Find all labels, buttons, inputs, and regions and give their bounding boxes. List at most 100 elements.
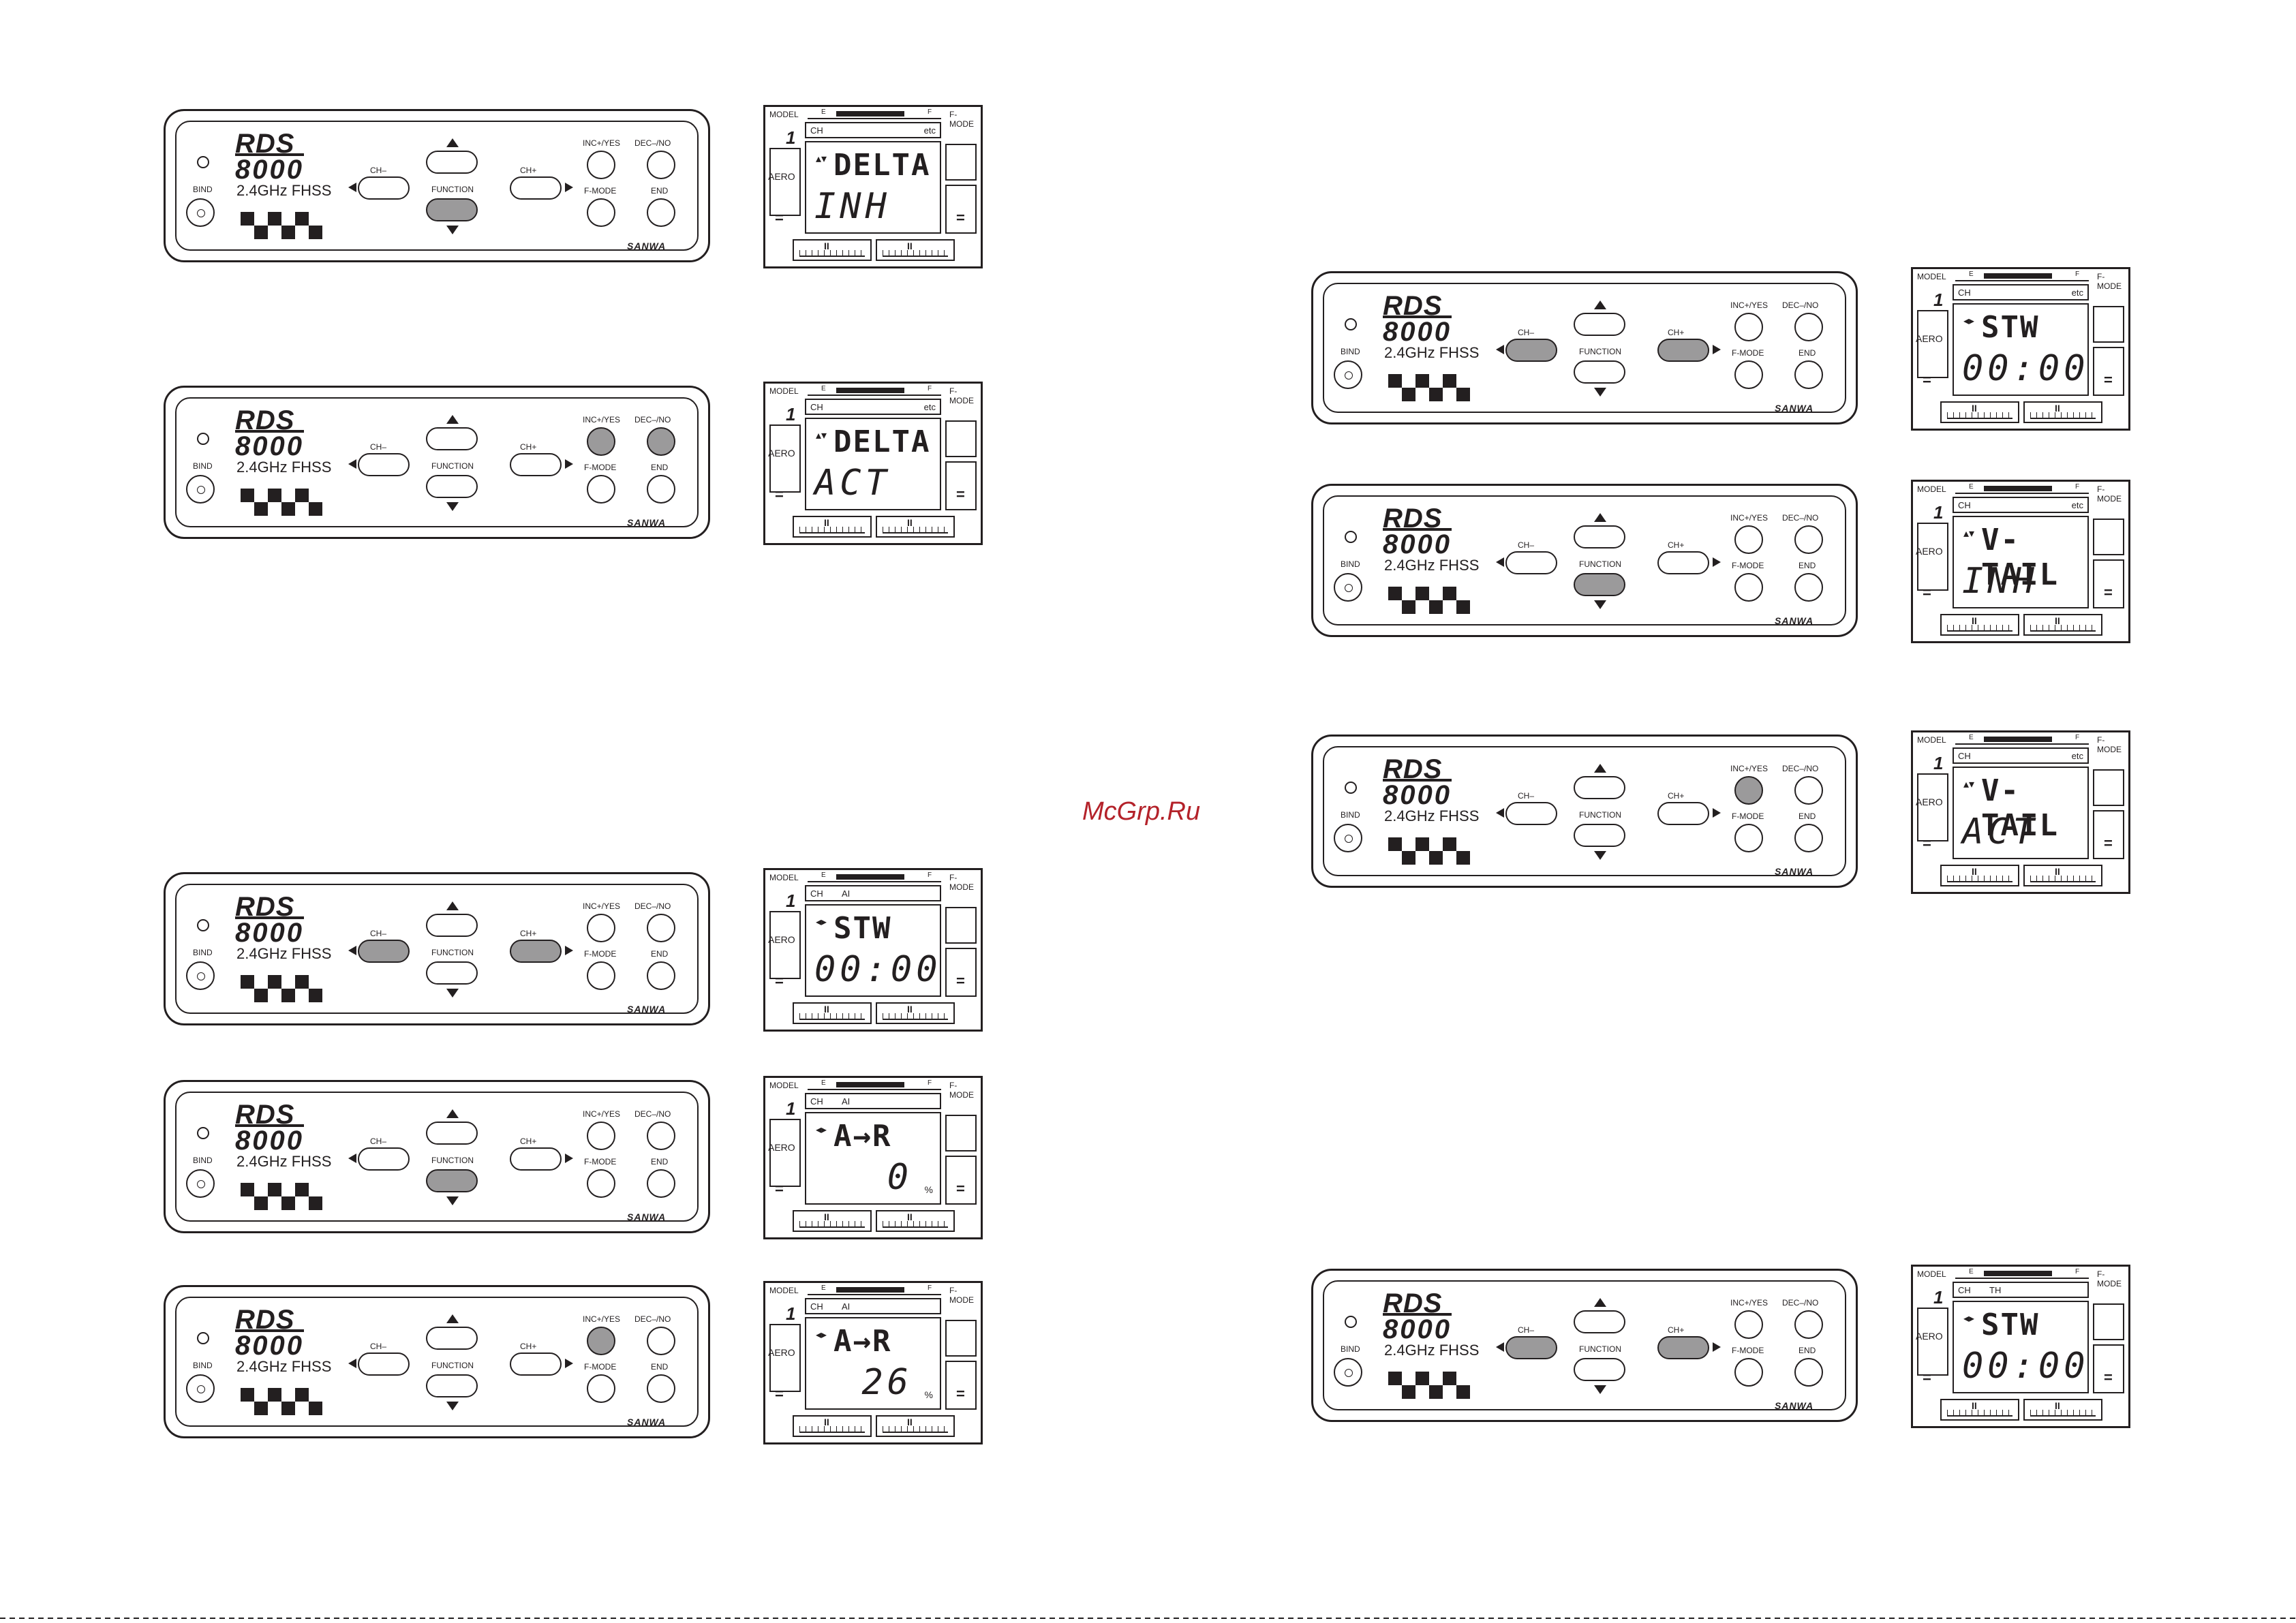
ch-plus-button[interactable] bbox=[1657, 551, 1709, 574]
end-button[interactable] bbox=[647, 961, 675, 990]
bind-button[interactable] bbox=[186, 475, 215, 504]
lcd-percent: % bbox=[924, 1389, 933, 1400]
bind-button[interactable] bbox=[186, 1169, 215, 1198]
bind-label: BIND bbox=[193, 185, 213, 194]
inc-yes-button[interactable] bbox=[1734, 525, 1763, 554]
inc-yes-button[interactable] bbox=[1734, 1310, 1763, 1339]
ch-plus-button[interactable] bbox=[1657, 802, 1709, 825]
dec-no-button[interactable] bbox=[1794, 776, 1823, 805]
function-button[interactable] bbox=[426, 1374, 478, 1397]
bind-button[interactable] bbox=[186, 198, 215, 227]
inc-yes-button[interactable] bbox=[587, 914, 615, 942]
end-button[interactable] bbox=[1794, 824, 1823, 852]
ch-minus-button[interactable] bbox=[358, 1147, 410, 1171]
f-mode-button[interactable] bbox=[1734, 824, 1763, 852]
ch-minus-button[interactable] bbox=[1505, 802, 1557, 825]
maker-logo: SANWA bbox=[1775, 1400, 1814, 1411]
function-button[interactable] bbox=[1574, 824, 1625, 847]
f-mode-button[interactable] bbox=[587, 1169, 615, 1198]
function-button[interactable] bbox=[426, 475, 478, 498]
lcd-main-display: ▴▾ DELTA INH bbox=[805, 141, 941, 234]
f-mode-button[interactable] bbox=[587, 961, 615, 990]
lcd-fmode-box bbox=[945, 907, 977, 944]
bind-button[interactable] bbox=[1334, 360, 1362, 389]
ch-minus-button[interactable] bbox=[358, 176, 410, 200]
down-arrow-icon bbox=[446, 1196, 459, 1205]
f-mode-button[interactable] bbox=[1734, 1358, 1763, 1387]
function-button[interactable] bbox=[426, 198, 478, 221]
dec-no-button[interactable] bbox=[1794, 1310, 1823, 1339]
up-button[interactable] bbox=[426, 914, 478, 937]
inc-yes-button[interactable] bbox=[1734, 776, 1763, 805]
bind-button[interactable] bbox=[1334, 573, 1362, 602]
bind-button[interactable] bbox=[1334, 1358, 1362, 1387]
bind-button[interactable] bbox=[186, 1374, 215, 1403]
up-button[interactable] bbox=[426, 1122, 478, 1145]
transmitter-illustration-3: BIND RDS 8000 2.4GHz FHSS CH– FUNCTION C… bbox=[164, 868, 1199, 1032]
up-button[interactable] bbox=[426, 1327, 478, 1350]
ch-minus-button[interactable] bbox=[358, 1352, 410, 1376]
ch-plus-button[interactable] bbox=[510, 176, 562, 200]
inc-yes-button[interactable] bbox=[587, 151, 615, 179]
up-button[interactable] bbox=[1574, 525, 1625, 548]
f-mode-button[interactable] bbox=[587, 1374, 615, 1403]
ch-minus-button[interactable] bbox=[1505, 339, 1557, 362]
function-button[interactable] bbox=[1574, 1358, 1625, 1381]
ch-plus-button[interactable] bbox=[1657, 1336, 1709, 1359]
dec-no-button[interactable] bbox=[647, 1327, 675, 1355]
ch-minus-button[interactable] bbox=[1505, 551, 1557, 574]
function-button[interactable] bbox=[1574, 360, 1625, 384]
battery-empty-label: E bbox=[1969, 270, 1974, 278]
end-button[interactable] bbox=[647, 475, 675, 504]
inc-yes-button[interactable] bbox=[587, 1122, 615, 1150]
ch-plus-button[interactable] bbox=[510, 453, 562, 476]
lcd-function-name: A→R bbox=[833, 1324, 892, 1359]
bottom-left-trim: II bbox=[793, 239, 872, 261]
end-button[interactable] bbox=[1794, 1358, 1823, 1387]
inc-yes-button[interactable] bbox=[587, 1327, 615, 1355]
dec-no-button[interactable] bbox=[1794, 525, 1823, 554]
bind-button[interactable] bbox=[1334, 824, 1362, 852]
dec-no-button[interactable] bbox=[647, 914, 675, 942]
ch-minus-button[interactable] bbox=[1505, 1336, 1557, 1359]
up-button[interactable] bbox=[1574, 1310, 1625, 1333]
end-button[interactable] bbox=[1794, 360, 1823, 389]
end-button[interactable] bbox=[1794, 573, 1823, 602]
up-button[interactable] bbox=[1574, 776, 1625, 799]
function-button[interactable] bbox=[426, 961, 478, 985]
right-trim-gauge bbox=[945, 1156, 977, 1205]
battery-bar: E F bbox=[1955, 270, 2089, 281]
ch-plus-button[interactable] bbox=[510, 1352, 562, 1376]
ch-plus-button[interactable] bbox=[510, 940, 562, 963]
brand-logo: RDS bbox=[235, 405, 295, 435]
dec-no-button[interactable] bbox=[647, 1122, 675, 1150]
trim-center-marker: II bbox=[1972, 403, 1977, 414]
ch-plus-label: CH+ bbox=[520, 442, 537, 452]
f-mode-button[interactable] bbox=[1734, 360, 1763, 389]
end-label: END bbox=[651, 1157, 669, 1166]
end-button[interactable] bbox=[647, 1374, 675, 1403]
inc-yes-button[interactable] bbox=[587, 427, 615, 456]
bind-button[interactable] bbox=[186, 961, 215, 990]
dec-no-button[interactable] bbox=[1794, 313, 1823, 341]
ch-plus-button[interactable] bbox=[1657, 339, 1709, 362]
ch-plus-button[interactable] bbox=[510, 1147, 562, 1171]
end-button[interactable] bbox=[647, 1169, 675, 1198]
end-button[interactable] bbox=[647, 198, 675, 227]
f-mode-button[interactable] bbox=[1734, 573, 1763, 602]
f-mode-button[interactable] bbox=[587, 198, 615, 227]
battery-fill bbox=[1984, 1271, 2052, 1276]
ch-minus-button[interactable] bbox=[358, 940, 410, 963]
up-button[interactable] bbox=[426, 151, 478, 174]
dec-no-button[interactable] bbox=[647, 427, 675, 456]
function-button[interactable] bbox=[426, 1169, 478, 1192]
inc-yes-button[interactable] bbox=[1734, 313, 1763, 341]
function-label: FUNCTION bbox=[431, 1156, 474, 1165]
up-button[interactable] bbox=[426, 427, 478, 450]
up-button[interactable] bbox=[1574, 313, 1625, 336]
function-button[interactable] bbox=[1574, 573, 1625, 596]
dec-no-button[interactable] bbox=[647, 151, 675, 179]
ch-minus-button[interactable] bbox=[358, 453, 410, 476]
f-mode-button[interactable] bbox=[587, 475, 615, 504]
dec-no-label: DEC–/NO bbox=[634, 1109, 671, 1119]
